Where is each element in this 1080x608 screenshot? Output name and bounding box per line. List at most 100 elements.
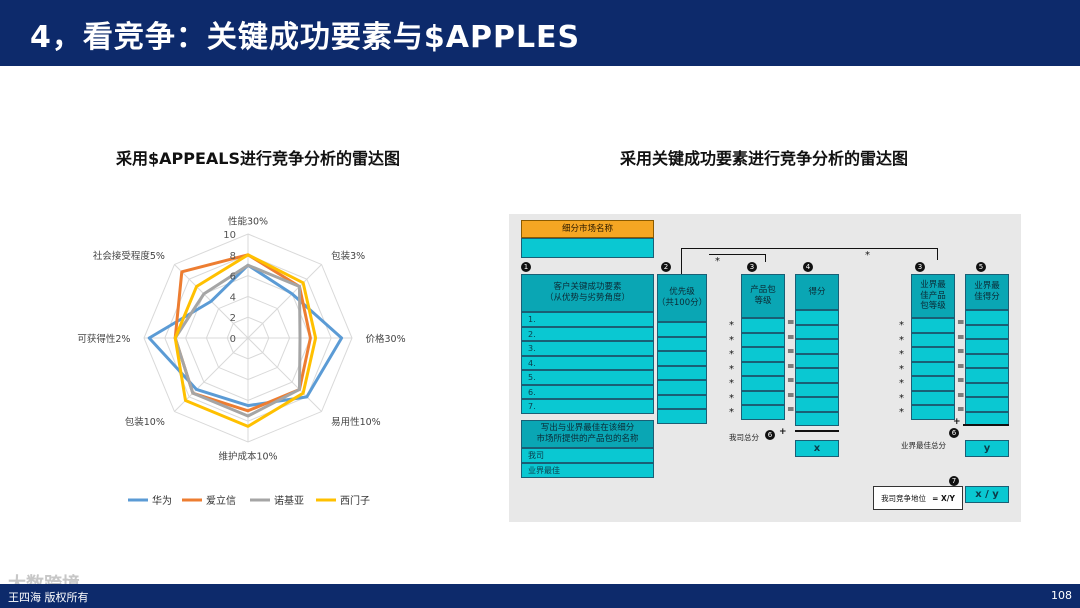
page-number: 108	[1051, 589, 1072, 602]
sum-line	[795, 430, 839, 432]
score-cell[interactable]	[795, 411, 839, 426]
connector-line	[681, 248, 682, 274]
best-score-cell[interactable]	[965, 353, 1009, 368]
position-formula: = X/Y	[932, 493, 955, 503]
axis-label: 包装3%	[331, 250, 365, 262]
priority-cell[interactable]	[657, 336, 707, 351]
best-grade-cell[interactable]	[911, 361, 955, 376]
step-number-4: 4	[803, 262, 813, 272]
multiply-sign: *	[729, 392, 734, 404]
axis-label: 易用性10%	[331, 416, 381, 428]
equals-sign: =	[957, 361, 965, 372]
multiply-sign: *	[899, 334, 904, 346]
priority-cell[interactable]	[657, 380, 707, 395]
plus-sign: +	[953, 417, 961, 427]
equals-sign: =	[787, 347, 795, 357]
best-score-cell[interactable]	[965, 368, 1009, 383]
segment-name-field[interactable]	[521, 238, 654, 258]
priority-cell[interactable]	[657, 394, 707, 409]
key-factor-row[interactable]: 5.	[521, 370, 654, 385]
axis-label: 可获得性2%	[77, 333, 130, 345]
axis-label: 维护成本10%	[218, 451, 277, 463]
key-factor-row[interactable]: 2.	[521, 326, 654, 341]
series-line-2	[173, 263, 302, 418]
priority-cell[interactable]	[657, 409, 707, 424]
score-header: 得分	[795, 274, 839, 310]
radar-spoke	[247, 264, 322, 339]
product-grade-cell[interactable]	[741, 390, 785, 405]
multiply-sign: *	[729, 349, 734, 360]
radar-chart: 性能30%包装3%价格30%易用性10%维护成本10%包装10%可获得性2%社会…	[77, 215, 406, 507]
product-grade-cell[interactable]	[741, 347, 785, 362]
key-factor-row[interactable]: 6.	[521, 384, 654, 399]
equals-sign: =	[957, 332, 965, 343]
best-score-cell[interactable]	[965, 339, 1009, 354]
multiply-sign: *	[865, 250, 870, 261]
product-grade-cell[interactable]	[741, 361, 785, 376]
priority-cell[interactable]	[657, 365, 707, 380]
score-cell[interactable]	[795, 353, 839, 368]
step-number-2: 2	[661, 262, 671, 272]
key-factor-row[interactable]: 7.	[521, 399, 654, 414]
multiply-sign: *	[899, 363, 904, 375]
plus-sign: +	[779, 427, 787, 437]
best-grade-cell[interactable]	[911, 390, 955, 405]
key-factors-header: 客户关键成功要素 （从优势与劣势角度）	[521, 274, 654, 312]
multiply-sign: *	[899, 407, 904, 418]
connector-line	[765, 254, 766, 262]
step-number-7: 7	[949, 476, 959, 486]
priority-cell[interactable]	[657, 322, 707, 337]
ratio-box: x / y	[965, 486, 1009, 503]
key-factor-row[interactable]: 1.	[521, 312, 654, 327]
multiply-sign: *	[899, 349, 904, 360]
product-grade-cell[interactable]	[741, 332, 785, 347]
multiply-sign: *	[729, 378, 734, 389]
step-number-6: 5	[976, 262, 986, 272]
best-product-field[interactable]: 业界最佳	[521, 463, 654, 478]
connector-line	[937, 248, 938, 260]
connector-line	[681, 248, 937, 249]
score-cell[interactable]	[795, 397, 839, 412]
best-score-cell[interactable]	[965, 397, 1009, 412]
score-cell[interactable]	[795, 368, 839, 383]
score-cell[interactable]	[795, 339, 839, 354]
best-grade-cell[interactable]	[911, 405, 955, 420]
product-name-header: 写出与业界最佳在该细分 市场所提供的产品包的名称	[521, 420, 654, 448]
we-product-field[interactable]: 我司	[521, 448, 654, 463]
tick-label: 10	[223, 230, 236, 241]
equals-sign: =	[957, 405, 965, 415]
best-score-cell[interactable]	[965, 382, 1009, 397]
equals-sign: =	[787, 318, 795, 328]
equals-sign: =	[787, 376, 795, 386]
best-score-cell[interactable]	[965, 310, 1009, 325]
multiply-sign: *	[899, 378, 904, 389]
best-score-cell[interactable]	[965, 324, 1009, 339]
best-grade-cell[interactable]	[911, 347, 955, 362]
diagram-title: 采用关键成功要素进行竞争分析的雷达图	[620, 149, 909, 168]
axis-label: 价格30%	[366, 333, 406, 345]
key-factor-row[interactable]: 3.	[521, 341, 654, 356]
tick-label: 2	[230, 313, 236, 324]
score-cell[interactable]	[795, 382, 839, 397]
best-grade-cell[interactable]	[911, 332, 955, 347]
best-grade-cell[interactable]	[911, 318, 955, 333]
key-factor-row[interactable]: 4.	[521, 355, 654, 370]
multiply-sign: *	[729, 320, 734, 331]
priority-header: 优先级 （共100分）	[657, 274, 707, 322]
priority-cell[interactable]	[657, 351, 707, 366]
our-total-label: 我司总分	[729, 433, 759, 442]
tick-label: 4	[230, 292, 236, 303]
product-grade-cell[interactable]	[741, 405, 785, 420]
score-cell[interactable]	[795, 324, 839, 339]
product-grade-cell[interactable]	[741, 318, 785, 333]
legend-label: 爱立信	[206, 494, 236, 507]
tick-label: 8	[230, 251, 236, 262]
score-cell[interactable]	[795, 310, 839, 325]
best-grade-cell[interactable]	[911, 376, 955, 391]
multiply-sign: *	[715, 256, 720, 267]
product-grade-cell[interactable]	[741, 376, 785, 391]
multiply-sign: *	[729, 363, 734, 375]
step-number-6c: 6	[949, 428, 959, 438]
axis-label: 社会接受程度5%	[93, 250, 165, 262]
legend-label: 诺基亚	[274, 494, 304, 507]
